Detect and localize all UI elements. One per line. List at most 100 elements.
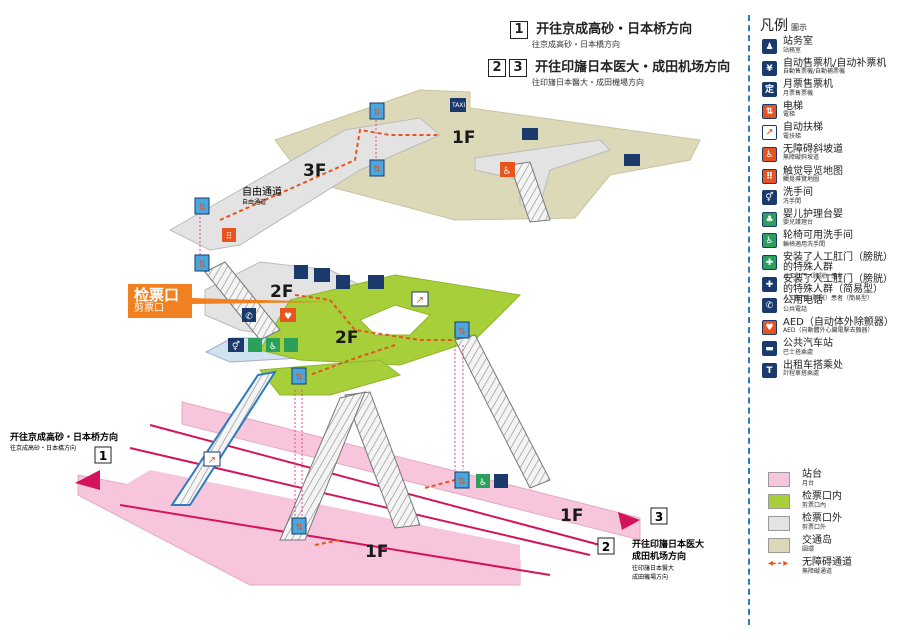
legend-divider bbox=[748, 15, 750, 625]
color-swatch bbox=[768, 538, 790, 553]
svg-text:3: 3 bbox=[655, 510, 663, 524]
platform-number-2: 2 bbox=[597, 537, 615, 555]
concourse-2f-inside-lower bbox=[259, 359, 402, 396]
legend-item-sublabel: 站務室 bbox=[783, 46, 802, 54]
barrier-free-route bbox=[294, 294, 455, 341]
svg-text:♿: ♿ bbox=[479, 478, 487, 488]
platform-dir-left-main: 开往京成高砂・日本桥方向 bbox=[10, 431, 118, 443]
svg-text:⇅: ⇅ bbox=[295, 373, 303, 383]
legend-area-item: 检票口内剪票口內 bbox=[768, 491, 898, 514]
legend-item: ✆公用电话公共電話 bbox=[762, 296, 900, 318]
ostomate-icon: ✚ bbox=[762, 254, 777, 270]
free-passage-sublabel: 自由通道 bbox=[242, 198, 266, 206]
legend-item-label: 电梯 bbox=[783, 100, 803, 112]
legend-item: ✚安装了人工肛门（膀胱）的特殊人群人工肛門（膀胱）患者 bbox=[762, 252, 900, 280]
svg-text:⇅: ⇅ bbox=[198, 203, 206, 213]
svg-text:⇅: ⇅ bbox=[373, 108, 381, 118]
legend-item-sublabel: 嬰兒護理台 bbox=[783, 219, 814, 227]
svg-text:↗: ↗ bbox=[416, 295, 424, 306]
elevator-icon: ⇅ bbox=[291, 367, 307, 385]
legend-item-label: 月票售票机 bbox=[783, 79, 833, 91]
legend-item-sublabel: 人工肛門（膀胱）患者 bbox=[783, 272, 844, 280]
direction-arrow-left bbox=[75, 470, 100, 490]
svg-text:♿: ♿ bbox=[269, 342, 277, 352]
bus-stop-icon bbox=[522, 128, 640, 166]
legend-item-sublabel: 計程車搭乘處 bbox=[783, 370, 820, 378]
svg-text:⠿: ⠿ bbox=[226, 231, 233, 242]
aed-icon: ♥ bbox=[762, 319, 777, 335]
free-passage-label: 自由通道 bbox=[242, 185, 282, 198]
taxi-icon: T bbox=[762, 362, 777, 378]
tactile-map-icon: ⠿ bbox=[222, 228, 236, 242]
ticket-gate-pointer bbox=[192, 298, 330, 304]
legend-item: ¥自动售票机/自动补票机自動售票機/自動補票機 bbox=[762, 57, 900, 81]
svg-text:⇅: ⇅ bbox=[198, 260, 206, 270]
svg-text:♥: ♥ bbox=[284, 312, 292, 322]
ticket-machine-icon bbox=[314, 268, 384, 289]
svg-text:2: 2 bbox=[602, 540, 610, 554]
route-sub: 往京成高砂・日本橋方向 bbox=[532, 40, 620, 49]
legend-item: ⠿ 触觉导览地图觸覺導覽地圖 bbox=[762, 165, 900, 189]
legend-barrier-free: ◂- - ▸ 无障碍通道無障礙通道 bbox=[768, 557, 852, 575]
direction-arrow-right bbox=[618, 512, 640, 530]
legend-item: ▬公共汽车站巴士搭乘處 bbox=[762, 339, 900, 361]
legend-item-label: 婴儿护理台婴 bbox=[783, 208, 843, 220]
elevator-icon: ⇅ bbox=[369, 102, 385, 120]
legend-item-sublabel: 觸覺導覽地圖 bbox=[783, 176, 820, 184]
taxi-sign: TAXI bbox=[451, 102, 465, 109]
color-swatch bbox=[768, 472, 790, 487]
stairs bbox=[509, 161, 551, 223]
legend-item: ✚安装了人工肛门（膀胱）的特殊人群（简易型）人工肛門（膀胱）患者（簡易型） bbox=[762, 274, 900, 301]
platform-number-3: 3 bbox=[650, 507, 668, 525]
elevator-icon: ⇅ bbox=[454, 471, 470, 489]
legend-area-sublabel: 剪票口內 bbox=[802, 501, 827, 509]
route-number: 3 bbox=[509, 59, 527, 77]
ostomate-simple-icon bbox=[494, 474, 508, 488]
public-phone-icon: ✆ bbox=[242, 308, 256, 322]
wheelchair-toilet-icon: ♿ bbox=[476, 474, 490, 488]
legend-item-label: 无障碍斜坡道 bbox=[783, 143, 843, 155]
route-sub: 往印旛日本醫大・成田機場方向 bbox=[532, 78, 644, 87]
elevator-icon: ⇅ bbox=[762, 103, 777, 119]
legend-item-label: 触觉导览地图 bbox=[783, 165, 843, 177]
stairs bbox=[279, 391, 366, 541]
toilet-icon: ⚥ bbox=[228, 338, 244, 352]
floor-label-2f-outside: 2F bbox=[270, 282, 293, 302]
elevator-icon: ⇅ bbox=[454, 321, 470, 339]
legend-area-item: 检票口外剪票口外 bbox=[768, 513, 898, 536]
tactile-map-icon: ⠿ bbox=[762, 168, 777, 184]
legend-item-sublabel: 公共電話 bbox=[783, 305, 808, 313]
legend-item-sublabel: 無障礙斜坡道 bbox=[783, 154, 820, 162]
floor-label-1f-plaza: 1F bbox=[452, 128, 475, 148]
elevator-icon: ⇅ bbox=[194, 197, 210, 215]
legend-item: ♟站务室站務室 bbox=[762, 36, 900, 59]
barrier-free-route bbox=[424, 479, 456, 489]
legend-area-label: 交通岛 bbox=[802, 535, 832, 546]
baby-changing-icon: ♣ bbox=[762, 211, 777, 227]
legend-item: ⇅ 电梯電梯 bbox=[762, 100, 900, 124]
legend-area-item: 站台月台 bbox=[768, 469, 898, 492]
ticket-gate-callout: 检票口 剪票口 bbox=[128, 284, 192, 318]
route-number: 1 bbox=[510, 21, 528, 39]
floor-label-1f-upper: 1F bbox=[560, 506, 583, 526]
escalator-icon: ↗ bbox=[762, 125, 777, 141]
legend-item-label: 自动售票机/自动补票机 bbox=[783, 57, 887, 69]
route-number: 2 bbox=[488, 59, 506, 77]
legend-item-sublabel: 月票售票機 bbox=[783, 89, 814, 97]
platform-dir-left-sub: 往京成高砂・日本橋方向 bbox=[10, 444, 76, 452]
legend-items: ♟站务室站務室¥自动售票机/自动补票机自動售票機/自動補票機定月票售票机月票售票… bbox=[762, 36, 900, 383]
legend-area-sublabel: 剪票口外 bbox=[802, 523, 827, 531]
ramp-icon: ♿ bbox=[500, 162, 515, 177]
floor-label-2f-inside: 2F bbox=[335, 328, 358, 348]
ticket-gate-label: 检票口 bbox=[134, 286, 180, 304]
floor-label-1f-lower: 1F bbox=[365, 542, 388, 562]
area-legend: 站台月台检票口内剪票口內检票口外剪票口外交通岛圓環 ◂- - ▸ 无障碍通道無障… bbox=[768, 469, 898, 580]
aed-icon: ♥ bbox=[280, 308, 296, 322]
platform-dir-right-sub2: 成田機場方向 bbox=[632, 573, 668, 581]
svg-text:⚥: ⚥ bbox=[232, 340, 240, 352]
elevator-icon: ⇅ bbox=[291, 517, 307, 535]
track-line bbox=[119, 504, 551, 576]
direction-header-1: 1 开往京成高砂・日本桥方向 往京成高砂・日本橋方向 bbox=[510, 18, 692, 50]
legend-item-sublabel: 電梯 bbox=[783, 111, 796, 119]
